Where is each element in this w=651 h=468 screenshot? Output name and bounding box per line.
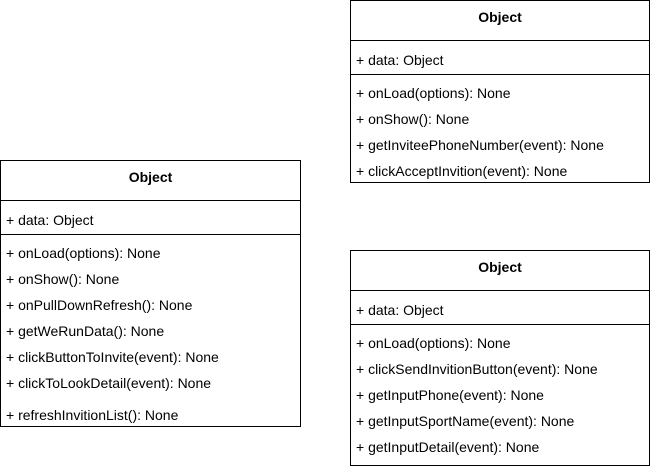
- method-row: + clickToLookDetail(event): None: [6, 375, 212, 391]
- attributes-section: + data: Object: [351, 291, 649, 325]
- methods-section: + onLoad(options): None + onShow(): None…: [1, 235, 300, 428]
- method-row: + getInputPhone(event): None: [356, 387, 544, 403]
- method-row: + onPullDownRefresh(): None: [6, 297, 193, 313]
- attributes-section: + data: Object: [1, 201, 300, 235]
- class-title: Object: [351, 1, 649, 41]
- methods-section: + onLoad(options): None + clickSendInvit…: [351, 325, 649, 460]
- method-row: + onLoad(options): None: [356, 85, 511, 101]
- method-row: + clickSendInvitionButton(event): None: [356, 361, 598, 377]
- class-title: Object: [1, 161, 300, 201]
- attribute-row: + data: Object: [356, 52, 444, 68]
- method-row: + onLoad(options): None: [356, 335, 511, 351]
- method-row: + onShow(): None: [6, 271, 120, 287]
- method-row: + refreshInvitionList(): None: [6, 407, 179, 423]
- uml-class-box-bottom-right[interactable]: Object + data: Object + onLoad(options):…: [350, 250, 650, 466]
- class-title: Object: [351, 251, 649, 291]
- attribute-row: + data: Object: [6, 212, 94, 228]
- attributes-section: + data: Object: [351, 41, 649, 75]
- method-row: + clickButtonToInvite(event): None: [6, 349, 219, 365]
- method-row: + onShow(): None: [356, 111, 470, 127]
- method-row: + getInputSportName(event): None: [356, 413, 575, 429]
- uml-class-box-top-right[interactable]: Object + data: Object + onLoad(options):…: [350, 0, 650, 183]
- methods-section: + onLoad(options): None + onShow(): None…: [351, 75, 649, 184]
- method-row: + clickAcceptInvition(event): None: [356, 163, 568, 179]
- attribute-row: + data: Object: [356, 302, 444, 318]
- uml-class-box-left[interactable]: Object + data: Object + onLoad(options):…: [0, 160, 301, 427]
- method-row: + getInviteePhoneNumber(event): None: [356, 137, 604, 153]
- method-row: + onLoad(options): None: [6, 245, 161, 261]
- method-row: + getWeRunData(): None: [6, 323, 165, 339]
- method-row: + getInputDetail(event): None: [356, 439, 540, 455]
